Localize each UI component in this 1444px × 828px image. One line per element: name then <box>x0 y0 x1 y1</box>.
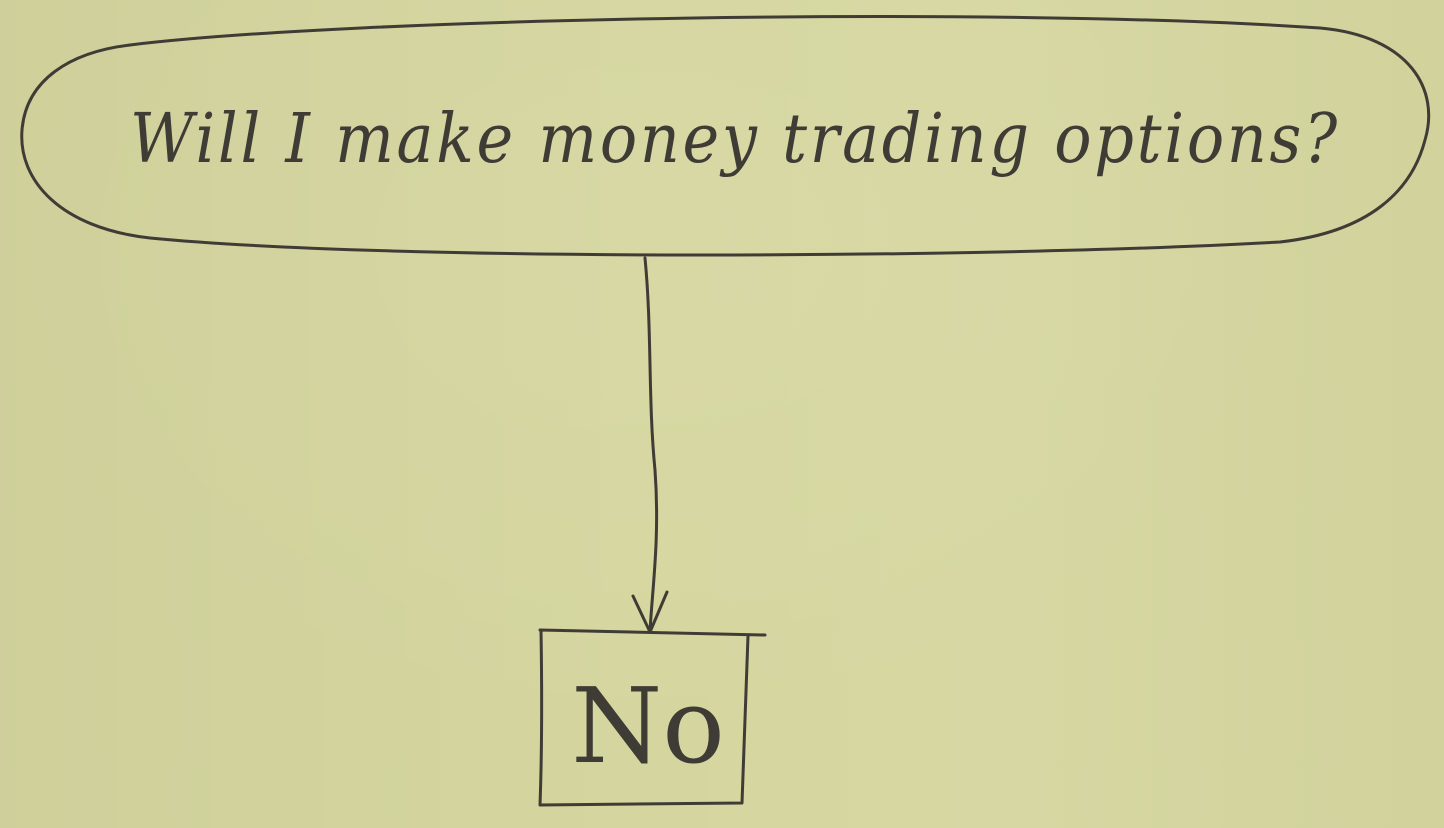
question-label: Will I make money trading options? <box>130 100 1340 179</box>
question-oval <box>20 15 1431 257</box>
answer-node: No <box>538 628 767 807</box>
answer-label: No <box>571 665 725 787</box>
connector-arrow <box>631 256 669 634</box>
question-node: Will I make money trading options? <box>20 15 1431 257</box>
connector-line <box>643 256 659 634</box>
answer-box <box>538 628 767 807</box>
